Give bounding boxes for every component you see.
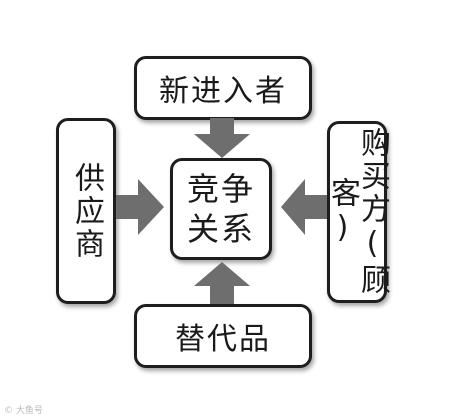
suppliers-label: 供应商 [69, 161, 104, 261]
new-entrants-label: 新进入者 [159, 74, 287, 109]
buyers-box: 购买方(顾客) [325, 121, 390, 303]
arrow-up-icon [194, 262, 250, 304]
competition-label: 竞争关系 [186, 170, 255, 248]
buyers-label: 购买方(顾客) [325, 127, 390, 297]
new-entrants-box: 新进入者 [134, 56, 312, 120]
substitutes-box: 替代品 [134, 304, 312, 368]
suppliers-box: 供应商 [56, 118, 116, 304]
arrow-right-icon [116, 179, 164, 235]
arrow-left-icon [281, 179, 327, 235]
arrow-down-icon [194, 118, 250, 158]
competition-box: 竞争关系 [170, 158, 272, 260]
watermark: © 大鱼号 [4, 406, 43, 416]
substitutes-label: 替代品 [175, 322, 271, 357]
